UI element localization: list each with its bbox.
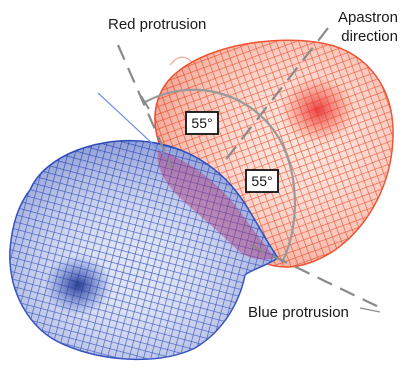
red-star-pole [280, 76, 356, 144]
red-protrusion-label: Red protrusion [108, 16, 206, 33]
angle-box-lower: 55° [246, 170, 278, 192]
apastron-label-line1: Apastron [338, 9, 398, 26]
svg-text:55°: 55° [251, 173, 272, 189]
blue-protrusion-label: Blue protrusion [248, 304, 349, 321]
blue-label-leader [360, 308, 380, 312]
svg-text:55°: 55° [191, 115, 212, 131]
blue-star-pole [44, 255, 112, 315]
angle-box-upper: 55° [186, 112, 218, 134]
apastron-label-line2: direction [341, 28, 398, 45]
